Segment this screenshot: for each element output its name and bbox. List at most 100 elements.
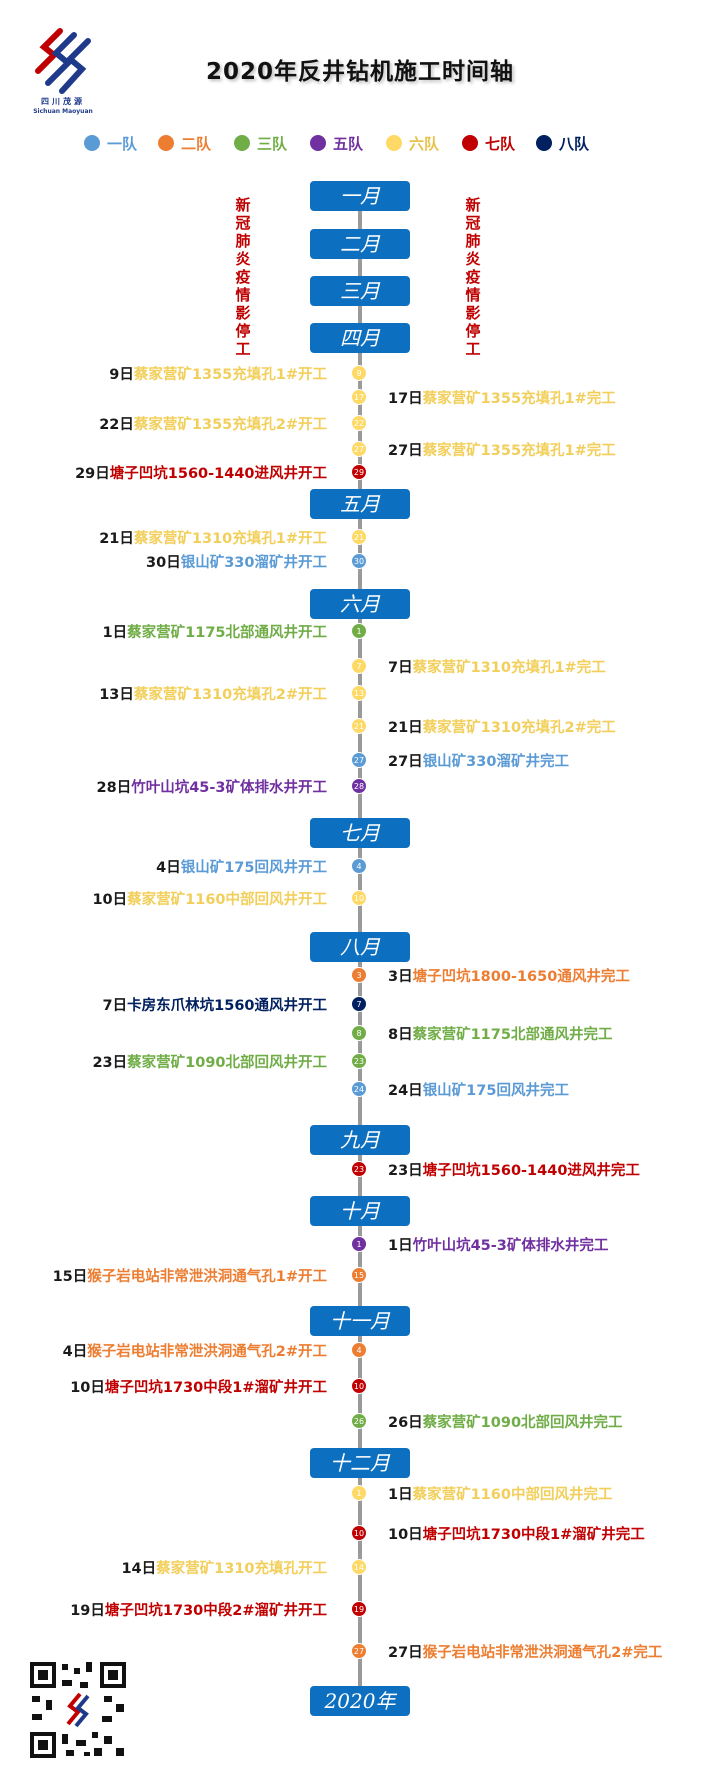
event-dot: 1 [351, 1485, 367, 1501]
event-text: 塘子凹坑1730中段2#溜矿井开工 [104, 1603, 327, 1619]
event-dot: 17 [351, 389, 367, 405]
event-day: 22日 [99, 417, 134, 433]
side-note-left: 新冠肺炎疫情影停工 [235, 196, 251, 358]
event-dot: 27 [351, 752, 367, 768]
event-day: 4日 [62, 1344, 88, 1360]
legend-item: 二队 [158, 133, 211, 153]
page-title: 2020年反井钻机施工时间轴 [205, 59, 514, 85]
event-text: 蔡家营矿1090北部回风井开工 [127, 1055, 327, 1071]
legend-label: 六队 [409, 134, 440, 153]
event-dot: 4 [351, 1342, 367, 1358]
event-label: 1日蔡家营矿1175北部通风井开工 [103, 621, 327, 642]
event-day: 4日 [156, 860, 181, 876]
event-dot: 29 [351, 464, 367, 480]
event-label: 30日银山矿330溜矿井开工 [146, 551, 327, 572]
event-text: 蔡家营矿1175北部通风井完工 [412, 1027, 613, 1043]
event-label: 23日塘子凹坑1560-1440进风井完工 [388, 1159, 640, 1180]
month-marker: 五月 [310, 489, 410, 519]
month-marker: 八月 [310, 932, 410, 962]
legend-swatch [386, 135, 402, 151]
event-day: 28日 [96, 780, 132, 796]
event-dot: 1 [351, 1236, 367, 1252]
legend-swatch [234, 135, 250, 151]
event-label: 10日塘子凹坑1730中段1#溜矿井开工 [70, 1376, 327, 1397]
event-text: 蔡家营矿1175北部通风井开工 [127, 625, 327, 641]
event-text: 猴子岩电站非常泄洪洞通气孔1#开工 [87, 1269, 327, 1285]
event-dot: 23 [351, 1161, 367, 1177]
event-label: 8日蔡家营矿1175北部通风井完工 [388, 1023, 612, 1044]
legend-swatch [536, 135, 552, 151]
month-marker: 2020年 [310, 1686, 410, 1716]
event-label: 14日蔡家营矿1310充填孔开工 [121, 1557, 327, 1578]
month-marker: 九月 [310, 1125, 410, 1155]
event-dot: 9 [351, 365, 367, 381]
event-day: 21日 [99, 531, 134, 547]
event-day: 23日 [388, 1163, 423, 1179]
event-text: 蔡家营矿1310充填孔1#开工 [133, 531, 327, 547]
event-text: 蔡家营矿1355充填孔1#完工 [422, 443, 616, 459]
event-label: 15日猴子岩电站非常泄洪洞通气孔1#开工 [53, 1265, 327, 1286]
event-text: 蔡家营矿1090北部回风井完工 [422, 1415, 623, 1431]
month-marker: 四月 [310, 323, 410, 353]
event-text: 蔡家营矿1355充填孔2#开工 [133, 417, 327, 433]
logo-name-en: Sichuan Maoyuan [33, 108, 93, 115]
event-text: 蔡家营矿1310充填孔开工 [156, 1561, 327, 1577]
event-label: 17日蔡家营矿1355充填孔1#完工 [388, 387, 616, 408]
event-text: 竹叶山坑45-3矿体排水井完工 [412, 1238, 609, 1254]
event-text: 猴子岩电站非常泄洪洞通气孔2#完工 [422, 1645, 663, 1661]
event-label: 26日蔡家营矿1090北部回风井完工 [388, 1411, 623, 1432]
event-text: 竹叶山坑45-3矿体排水井开工 [131, 780, 327, 796]
legend-label: 八队 [559, 134, 590, 153]
event-dot: 21 [351, 529, 367, 545]
month-marker: 三月 [310, 276, 410, 306]
event-label: 4日银山矿175回风井开工 [156, 856, 327, 877]
event-label: 7日蔡家营矿1310充填孔1#完工 [388, 656, 606, 677]
side-note-right: 新冠肺炎疫情影停工 [465, 196, 481, 358]
event-label: 4日猴子岩电站非常泄洪洞通气孔2#开工 [63, 1340, 327, 1361]
event-dot: 22 [351, 415, 367, 431]
event-day: 14日 [121, 1561, 157, 1577]
event-label: 10日塘子凹坑1730中段1#溜矿井完工 [388, 1523, 645, 1544]
event-label: 23日蔡家营矿1090北部回风井开工 [92, 1051, 327, 1072]
month-marker: 一月 [310, 181, 410, 211]
legend-label: 二队 [181, 134, 212, 153]
event-label: 1日蔡家营矿1160中部回风井完工 [388, 1483, 612, 1504]
event-text: 银山矿330溜矿井完工 [422, 754, 569, 770]
event-day: 23日 [92, 1055, 128, 1071]
event-dot: 21 [351, 718, 367, 734]
event-day: 7日 [388, 660, 413, 676]
event-dot: 7 [351, 658, 367, 674]
event-dot: 10 [351, 1378, 367, 1394]
event-day: 30日 [146, 555, 181, 571]
event-dot: 7 [351, 996, 367, 1012]
event-label: 27日蔡家营矿1355充填孔1#完工 [388, 439, 616, 460]
event-text: 蔡家营矿1355充填孔1#完工 [422, 391, 616, 407]
event-dot: 27 [351, 1643, 367, 1659]
event-text: 银山矿175回风井开工 [180, 860, 327, 876]
event-label: 27日银山矿330溜矿井完工 [388, 750, 569, 771]
event-label: 21日蔡家营矿1310充填孔2#完工 [388, 716, 616, 737]
event-day: 1日 [388, 1487, 413, 1503]
event-dot: 13 [351, 685, 367, 701]
month-marker: 十月 [310, 1196, 410, 1226]
event-label: 29日塘子凹坑1560-1440进风井开工 [75, 462, 327, 483]
event-day: 27日 [388, 1645, 423, 1661]
event-label: 28日竹叶山坑45-3矿体排水井开工 [97, 776, 327, 797]
legend-item: 三队 [234, 133, 287, 153]
event-text: 蔡家营矿1160中部回风井开工 [127, 892, 327, 908]
event-dot: 30 [351, 553, 367, 569]
event-day: 13日 [99, 687, 134, 703]
legend-label: 五队 [333, 134, 364, 153]
event-label: 22日蔡家营矿1355充填孔2#开工 [99, 413, 327, 434]
event-day: 7日 [102, 998, 128, 1014]
event-dot: 28 [351, 778, 367, 794]
event-day: 1日 [102, 625, 128, 641]
event-dot: 26 [351, 1413, 367, 1429]
event-label: 1日竹叶山坑45-3矿体排水井完工 [388, 1234, 608, 1255]
event-dot: 24 [351, 1081, 367, 1097]
legend-swatch [310, 135, 326, 151]
month-marker: 十一月 [310, 1306, 410, 1336]
event-dot: 8 [351, 1025, 367, 1041]
legend-label: 一队 [107, 134, 138, 153]
event-text: 塘子凹坑1560-1440进风井完工 [422, 1163, 640, 1179]
